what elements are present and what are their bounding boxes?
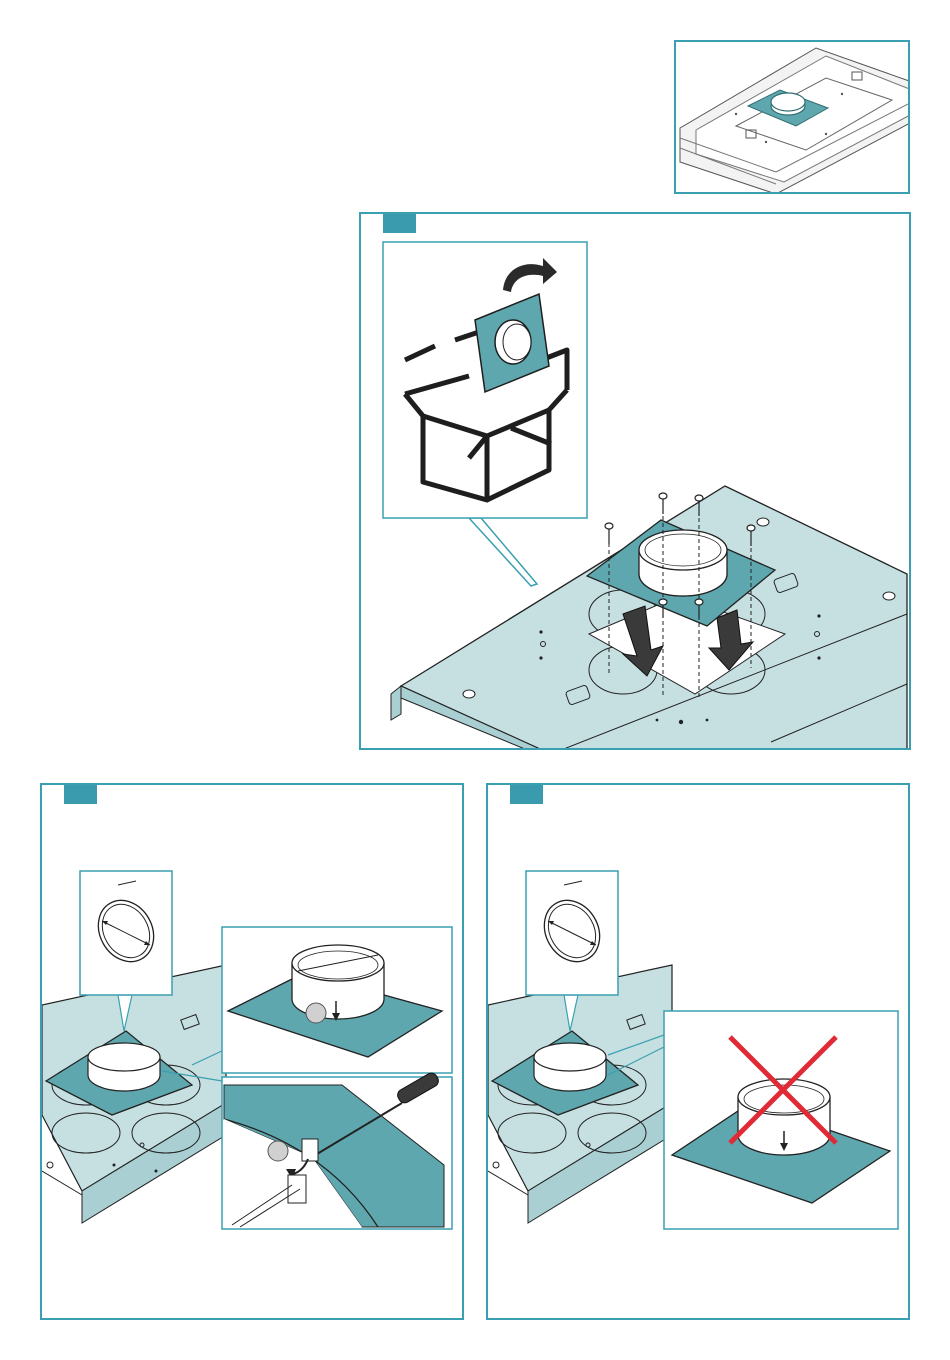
step-3-tag (510, 783, 543, 804)
hood-overview-thumbnail (676, 42, 910, 194)
step-2-illustration (42, 785, 464, 1320)
step-3-illustration (488, 785, 910, 1320)
step-1-illustration (361, 214, 911, 750)
step-3-panel (486, 783, 910, 1320)
overview-thumbnail (674, 40, 910, 194)
step-2-tag (64, 783, 97, 804)
step-2-panel (40, 783, 464, 1320)
step-1-tag (383, 212, 416, 233)
step-1-panel (359, 212, 911, 750)
